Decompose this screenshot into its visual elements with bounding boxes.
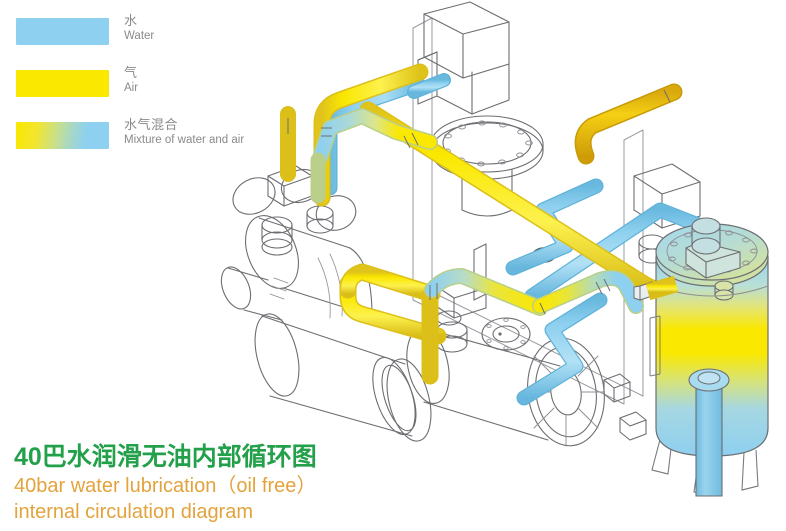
legend-label-air-en: Air (124, 82, 139, 94)
mixture-pipe-to-tank (424, 268, 548, 316)
legend-label-mixture-en: Mixture of water and air (124, 134, 245, 146)
legend-label-water-en: Water (124, 30, 155, 42)
legend-item-mixture: 水气混合 Mixture of water and air (16, 117, 278, 164)
legend-label-water-cn: 水 (124, 13, 138, 28)
legend-label-mixture-cn: 水气混合 (124, 117, 179, 132)
air-pipe-upper-right-stub (574, 83, 683, 165)
air-pipe-tank-inlet (645, 275, 679, 301)
water-pipe-right-diagonal (524, 202, 714, 304)
caption-title-en-line2: internal circulation diagram (14, 501, 254, 523)
legend-label-air: 气 Air (124, 64, 274, 96)
legend-swatch-mixture (16, 122, 109, 149)
legend-label-water: 水 Water (124, 12, 274, 44)
compressor-block-left (220, 165, 432, 442)
mixture-pipe-upper-left (312, 108, 438, 166)
legend-label-mixture: 水气混合 Mixture of water and air (124, 116, 274, 148)
legend-item-water: 水 Water (16, 13, 278, 60)
legend-item-air: 气 Air (16, 65, 278, 112)
pipe-collars (287, 89, 671, 315)
air-pipe-top-arch (313, 63, 429, 207)
caption: 40巴水润滑无油内部循环图 40bar water lubrication（oi… (14, 441, 317, 525)
legend-label-air-cn: 气 (124, 65, 138, 80)
mixture-pipe-tank-inlet (532, 270, 644, 314)
legend-swatch-water (16, 18, 109, 45)
legend: 水 Water 气 Air 水气混合 Mixture of water and … (16, 13, 278, 172)
water-pipe-lower-zigzag (516, 292, 608, 406)
legend-swatch-air (16, 70, 109, 97)
caption-title-en-line1: 40bar water lubrication（oil free） (14, 475, 317, 497)
air-pipe-vertical-drop (339, 263, 441, 303)
water-pipe-enclosure-stub (407, 73, 451, 99)
receiver-tank (633, 217, 769, 497)
caption-title-cn: 40巴水润滑无油内部循环图 (14, 443, 317, 471)
